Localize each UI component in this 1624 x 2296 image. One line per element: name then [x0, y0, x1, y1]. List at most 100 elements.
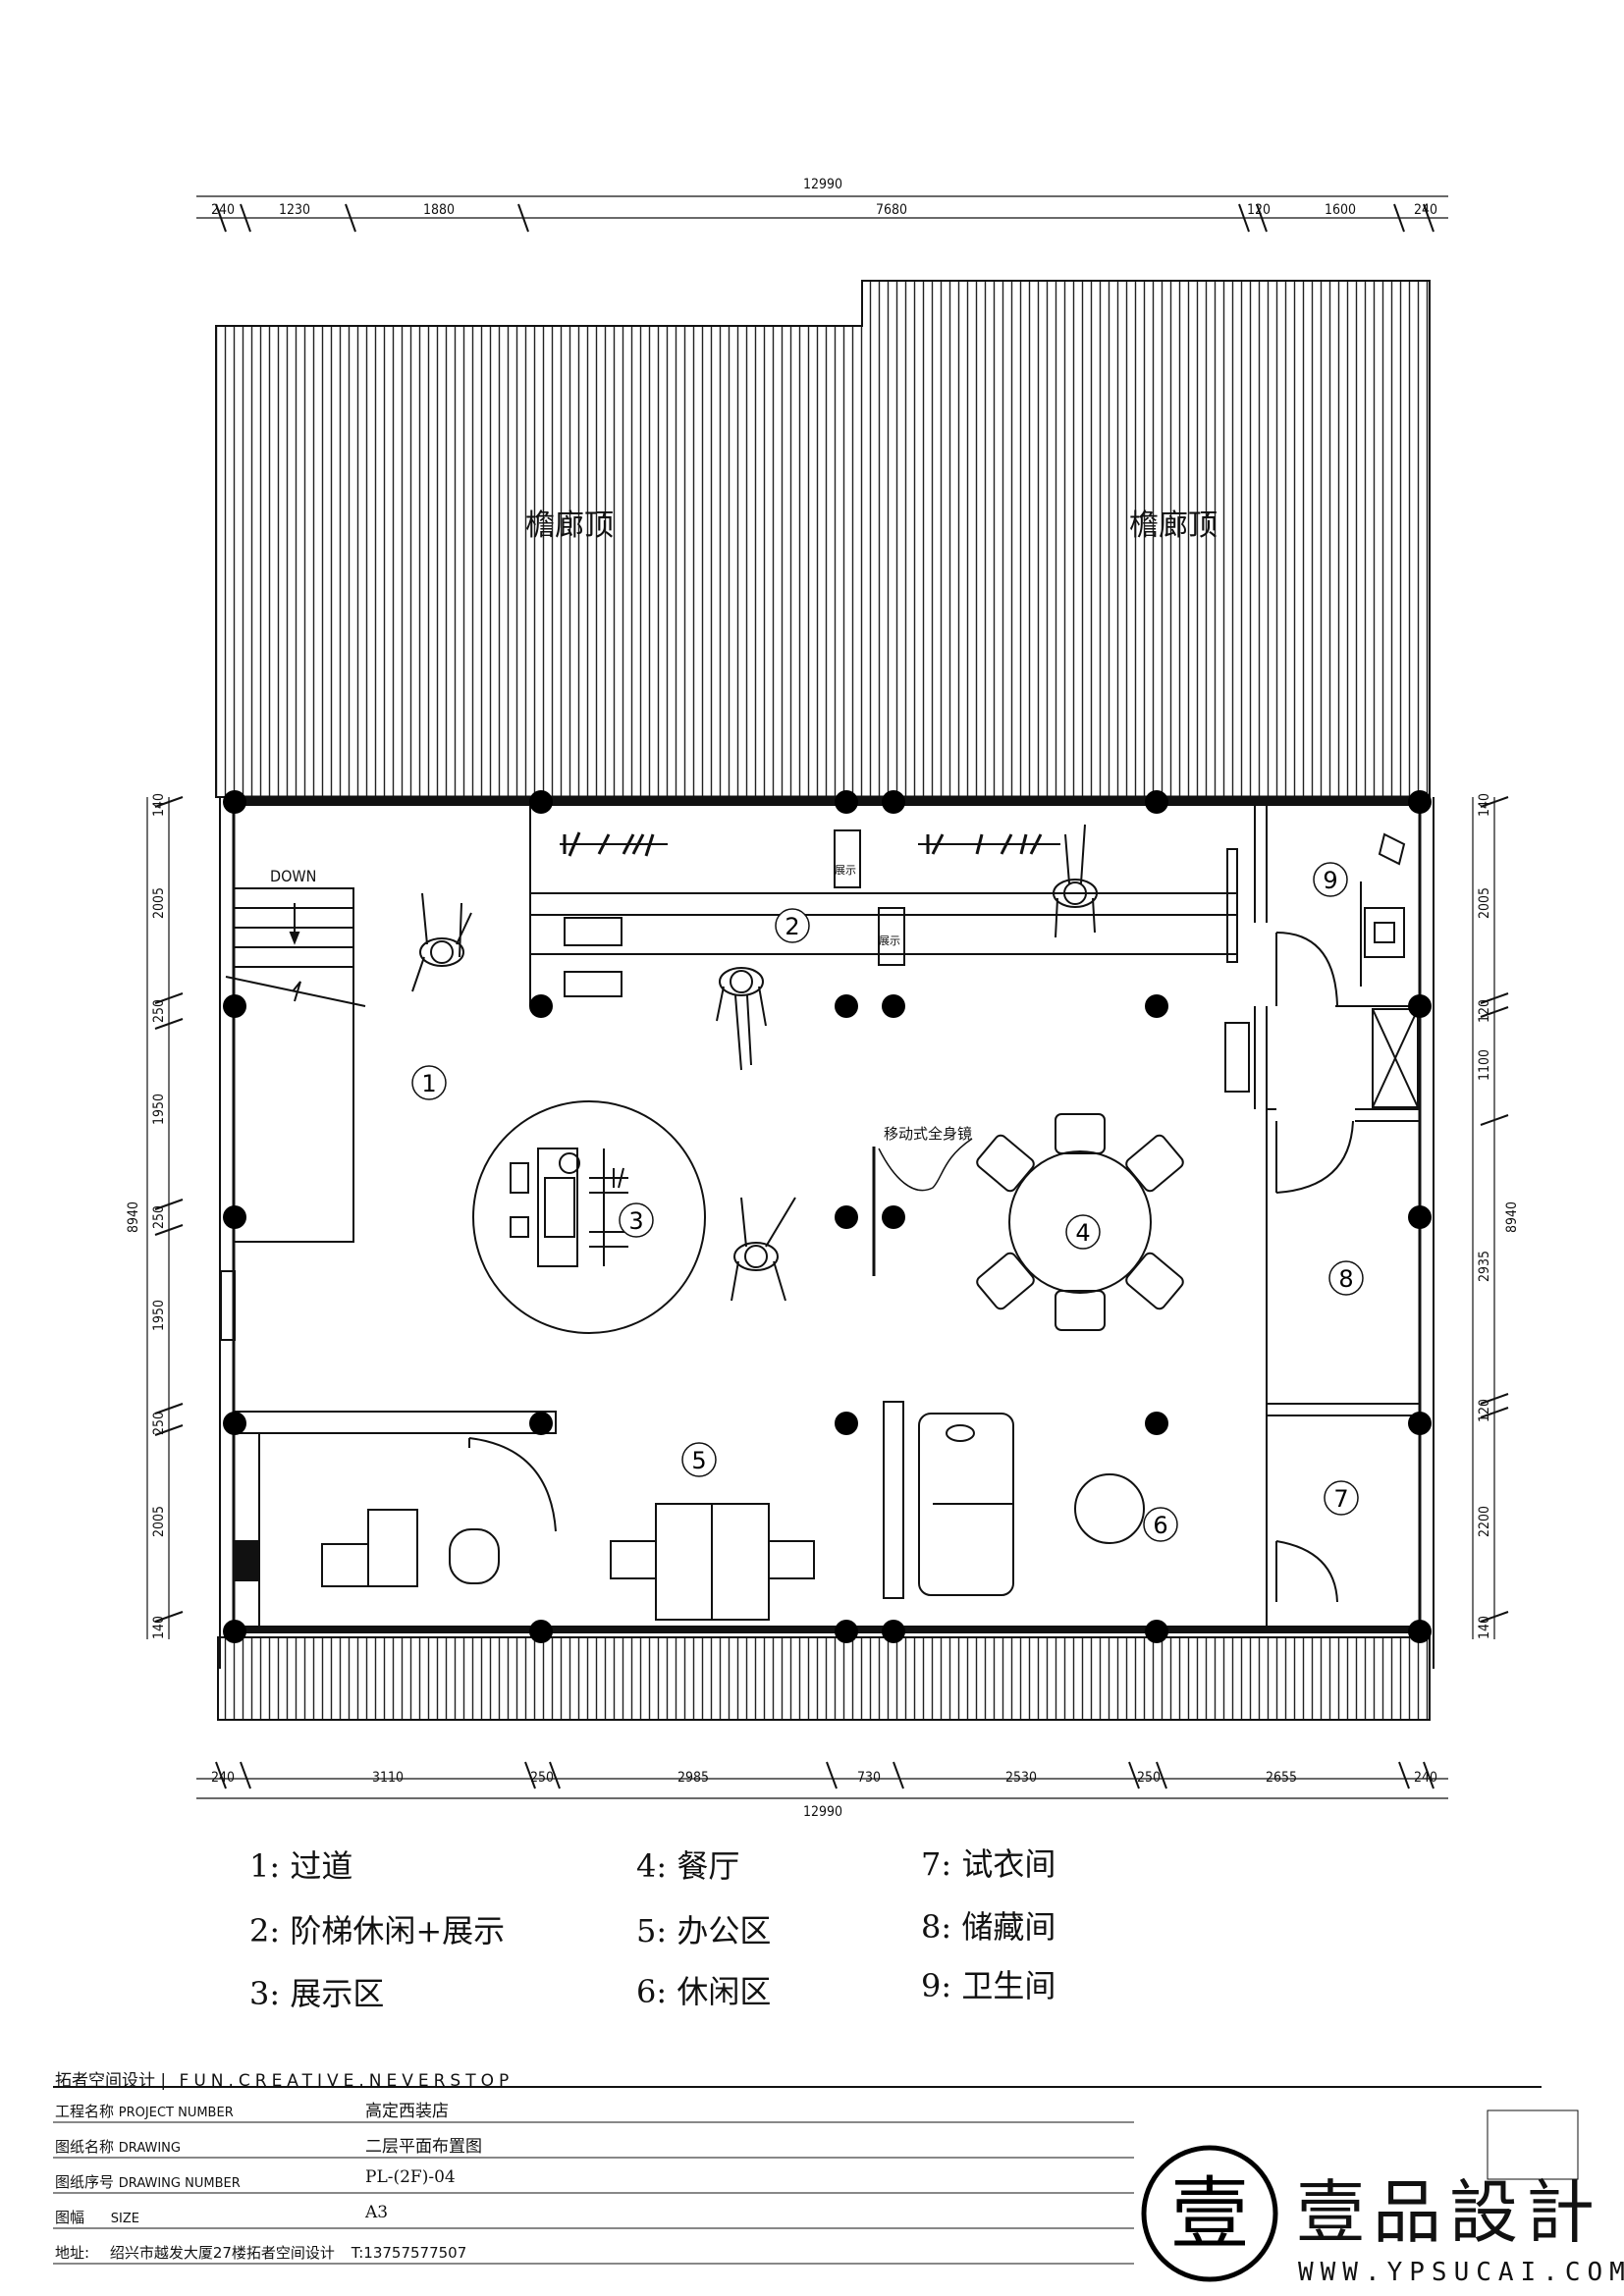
legend-name: 展示区: [290, 1975, 385, 2012]
dim-right-seg-2: 2005: [1477, 887, 1492, 919]
room-number-5: 5: [691, 1447, 706, 1474]
dim-left-seg-1: 140: [151, 793, 167, 817]
legend-name: 卫生间: [961, 1967, 1056, 2004]
brand-seal: [1141, 2145, 1278, 2282]
dim-left-seg-8: 2005: [151, 1506, 167, 1537]
legend-item-2: 2: 阶梯休闲+展示: [249, 1906, 505, 1951]
dim-top-seg-5: 120: [1247, 202, 1271, 218]
office-furniture: [321, 1503, 815, 1621]
mirror-label: 移动式全身镜: [884, 1125, 972, 1143]
dining-table: [976, 1113, 1184, 1331]
legend-name: 休闲区: [677, 1973, 772, 2010]
legend-name: 储藏间: [961, 1908, 1056, 1946]
tb-value-project: 高定西装店: [365, 2102, 449, 2121]
dim-left-seg-7: 250: [151, 1412, 167, 1435]
dim-bottom-seg-7: 250: [1137, 1770, 1161, 1786]
dim-left-seg-4: 1950: [151, 1094, 167, 1125]
wc-fixtures: [1364, 832, 1406, 958]
dim-bottom-seg-9: 240: [1414, 1770, 1437, 1786]
dim-bottom-seg-2: 3110: [372, 1770, 404, 1786]
dim-left-seg-5: 250: [151, 1205, 167, 1229]
bottom-eave: [217, 1636, 1431, 1721]
tb-label-project: 工程名称 PROJECT NUMBER: [55, 2103, 234, 2120]
dim-bottom-seg-6: 2530: [1005, 1770, 1037, 1786]
legend-num: 6:: [636, 1973, 668, 2010]
roof-label-right: 檐廊顶: [1129, 508, 1218, 543]
legend-name: 过道: [290, 1847, 353, 1885]
company-header: 拓者空间设计 | FUN.CREATIVE.NEVERSTOP: [55, 2071, 514, 2091]
dim-bottom-seg-8: 2655: [1266, 1770, 1297, 1786]
room-number-9: 9: [1323, 867, 1337, 894]
tb-label-size: 图幅 SIZE: [55, 2209, 140, 2226]
room-number-4: 4: [1075, 1219, 1090, 1247]
legend-num: 5:: [636, 1912, 668, 1949]
stair-down-label: DOWN: [270, 867, 316, 885]
dim-left-seg-6: 1950: [151, 1300, 167, 1331]
company-slogan: FUN.CREATIVE.NEVERSTOP: [179, 2071, 514, 2091]
dim-left-seg-9: 140: [151, 1616, 167, 1639]
dim-right-seg-8: 140: [1477, 1616, 1492, 1639]
dim-bottom-seg-5: 730: [857, 1770, 881, 1786]
legend-item-7: 7: 试衣间: [921, 1840, 1056, 1885]
dim-bottom-seg-3: 250: [530, 1770, 554, 1786]
legend-num: 8:: [921, 1908, 952, 1946]
room-number-3: 3: [628, 1207, 643, 1235]
brand-seal-text: 壹: [1170, 2168, 1249, 2260]
legend-item-6: 6: 休闲区: [636, 1967, 771, 2012]
staircase: [225, 887, 366, 1243]
dim-top-seg-2: 1230: [279, 202, 310, 218]
dim-top-total: 12990: [803, 177, 842, 192]
tb-value-size: A3: [365, 2203, 389, 2222]
roof-label-left: 檐廊顶: [525, 508, 614, 543]
dim-top-seg-1: 240: [211, 202, 235, 218]
mirror-leader: [878, 1138, 973, 1192]
human-figures: [411, 824, 1098, 1442]
legend-item-9: 9: 卫生间: [921, 1961, 1056, 2006]
room-number-6: 6: [1153, 1512, 1167, 1539]
dim-top-seg-6: 1600: [1325, 202, 1356, 218]
room-number-markers: [411, 862, 1364, 1542]
legend-num: 2:: [249, 1912, 281, 1949]
dim-right-seg-4: 1100: [1477, 1049, 1492, 1081]
dim-bottom-seg-4: 2985: [677, 1770, 709, 1786]
dim-right-seg-7: 2200: [1477, 1506, 1492, 1537]
dim-bottom-seg-1: 240: [211, 1770, 235, 1786]
room-number-1: 1: [421, 1070, 436, 1097]
legend-item-1: 1: 过道: [249, 1842, 352, 1887]
display-round-zone: [472, 1100, 706, 1334]
legend-item-4: 4: 餐厅: [636, 1842, 739, 1887]
columns: [223, 790, 1432, 1643]
legend-num: 4:: [636, 1847, 668, 1885]
dim-right-total: 8940: [1504, 1201, 1520, 1233]
display-label-a: 展示: [835, 864, 856, 877]
tb-address: 地址: 绍兴市越发大厦27楼拓者空间设计 T:13757577507: [55, 2244, 467, 2262]
interior-walls: [220, 802, 1420, 1629]
room-number-7: 7: [1333, 1485, 1348, 1513]
dim-top-seg-4: 7680: [876, 202, 907, 218]
display-counters: [560, 829, 1060, 997]
legend-name: 阶梯休闲+展示: [290, 1912, 506, 1949]
tb-label-number: 图纸序号 DRAWING NUMBER: [55, 2173, 241, 2191]
dim-top-seg-7: 240: [1414, 202, 1437, 218]
dim-left-seg-2: 2005: [151, 887, 167, 919]
dim-right-seg-5: 2935: [1477, 1251, 1492, 1282]
outer-walls: [219, 795, 1435, 1669]
title-block-lines: [53, 2086, 1579, 2265]
dim-right-seg-3: 120: [1477, 999, 1492, 1023]
tb-value-number: PL-(2F)-04: [365, 2167, 456, 2187]
legend-num: 3:: [249, 1975, 281, 2012]
brand-url: WWW.YPSUCAI.COM: [1298, 2258, 1624, 2287]
brand-name: 壹品設計: [1296, 2172, 1602, 2253]
tb-value-drawing: 二层平面布置图: [365, 2137, 482, 2157]
room-number-8: 8: [1338, 1265, 1353, 1293]
dim-left-seg-3: 250: [151, 999, 167, 1023]
dim-top-seg-3: 1880: [423, 202, 455, 218]
dim-bottom-total: 12990: [803, 1804, 842, 1820]
legend-item-3: 3: 展示区: [249, 1969, 384, 2014]
eave-roof: [215, 280, 1431, 798]
legend-num: 1:: [249, 1847, 281, 1885]
display-label-b: 展示: [879, 934, 900, 947]
legend-name: 办公区: [677, 1912, 772, 1949]
dim-right-seg-1: 140: [1477, 793, 1492, 817]
